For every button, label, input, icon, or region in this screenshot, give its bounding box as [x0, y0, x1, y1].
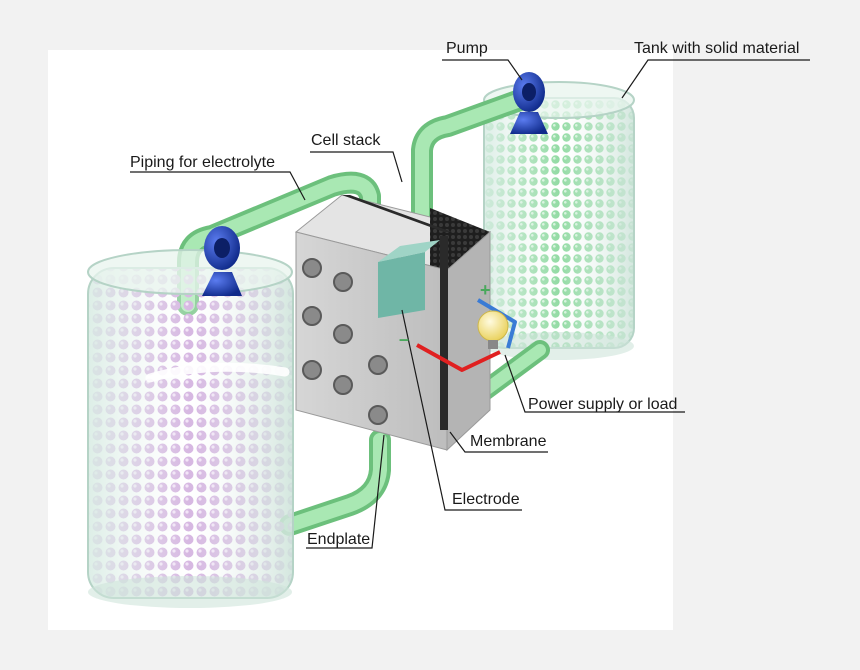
- label-cell-stack: Cell stack: [311, 132, 381, 149]
- left-tank: [87, 249, 294, 608]
- right-tank: [483, 81, 635, 360]
- pump-icon: [202, 226, 242, 296]
- label-pump: Pump: [446, 40, 488, 57]
- label-endplate: Endplate: [307, 531, 371, 548]
- label-minus-sign: –: [399, 329, 410, 349]
- pump-icon: [510, 72, 548, 134]
- leader-lines: [130, 59, 810, 549]
- label-tank: Tank with solid material: [634, 40, 800, 57]
- light-bulb-icon: [477, 310, 509, 349]
- cell-stack: [294, 194, 492, 452]
- label-piping: Piping for electrolyte: [130, 154, 275, 171]
- label-membrane: Membrane: [470, 433, 547, 450]
- label-electrode: Electrode: [452, 491, 520, 508]
- power-circuit: [416, 298, 517, 372]
- label-plus-sign: +: [480, 280, 491, 300]
- label-power-supply: Power supply or load: [528, 396, 678, 413]
